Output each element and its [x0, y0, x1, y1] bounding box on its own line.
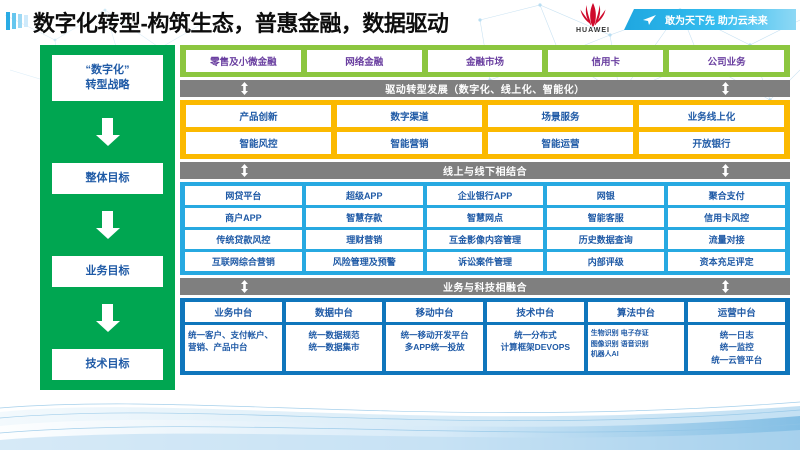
double-arrow-icon — [241, 280, 248, 293]
channel-row-0: 网贷平台 超级APP 企业银行APP 网银 聚合支付 — [185, 186, 785, 205]
transformation-item-1-2[interactable]: 智能运营 — [488, 132, 633, 154]
transformation-band: 产品创新 数字渠道 场景服务 业务线上化 智能风控 智能营销 智能运营 开放银行 — [180, 100, 790, 159]
platform-column-4: 算法中台 生物识别 电子存证图像识别 语音识别机器人AI — [587, 302, 685, 371]
page-title: 数字化转型-构筑生态，普惠金融，数据驱动 — [33, 11, 449, 36]
platform-column-1: 数据中台 统一数据规范统一数据集市 — [285, 302, 383, 371]
channel-item-1-3[interactable]: 智能客服 — [547, 208, 665, 227]
channel-item-1-4[interactable]: 信用卡风控 — [668, 208, 785, 227]
channel-band: 网贷平台 超级APP 企业银行APP 网银 聚合支付 商户APP 智慧存款 智慧… — [180, 182, 790, 275]
channel-item-3-0[interactable]: 互联网综合营销 — [185, 252, 302, 271]
platform-column-3: 技术中台 统一分布式计算框架DEVOPS — [487, 302, 584, 371]
platform-detail-4: 生物识别 电子存证图像识别 语音识别机器人AI — [587, 325, 685, 371]
arrow-down-icon-1 — [95, 210, 120, 239]
channel-item-2-0[interactable]: 传统贷款风控 — [185, 230, 302, 249]
channel-item-0-1[interactable]: 超级APP — [305, 186, 423, 205]
double-arrow-icon — [241, 82, 248, 95]
connector-bar-3: 业务与科技相融合 — [180, 278, 790, 295]
channel-row-1: 商户APP 智慧存款 智慧网点 智能客服 信用卡风控 — [185, 208, 785, 227]
transformation-item-1-3[interactable]: 开放银行 — [639, 132, 784, 154]
channel-item-1-2[interactable]: 智慧网点 — [426, 208, 544, 227]
paper-plane-icon — [643, 14, 656, 25]
strategy-item-1[interactable]: 整体目标 — [52, 162, 163, 194]
platform-column-0: 业务中台 统一客户、支付帐户、营销、产品中台 — [185, 302, 282, 371]
platform-detail-0: 统一客户、支付帐户、营销、产品中台 — [185, 325, 282, 371]
platform-head-2[interactable]: 移动中台 — [386, 302, 484, 322]
channel-row-2: 传统贷款风控 理财营销 互金影像内容管理 历史数据查询 流量对接 — [185, 230, 785, 249]
huawei-logo: HUAWEI — [565, 2, 621, 38]
footer-wave-decoration — [0, 401, 800, 450]
slide-body: “数字化”转型战略 整体目标 业务目标 技术目标 零售及小微金融 网络金融 金融… — [0, 40, 800, 400]
channel-item-2-4[interactable]: 流量对接 — [668, 230, 785, 249]
double-arrow-icon — [241, 164, 248, 177]
strategy-item-2[interactable]: 业务目标 — [52, 256, 163, 287]
platform-detail-3: 统一分布式计算框架DEVOPS — [487, 325, 584, 371]
huawei-flower-icon — [580, 3, 606, 27]
channel-item-3-2[interactable]: 诉讼案件管理 — [426, 252, 544, 271]
title-accent-bars — [6, 12, 28, 30]
transformation-item-0-0[interactable]: 产品创新 — [186, 105, 331, 127]
channel-item-0-2[interactable]: 企业银行APP — [426, 186, 544, 205]
platform-detail-1: 统一数据规范统一数据集市 — [285, 325, 383, 371]
strategy-column: “数字化”转型战略 整体目标 业务目标 技术目标 — [40, 45, 175, 390]
business-band: 零售及小微金融 网络金融 金融市场 信用卡 公司业务 — [180, 45, 790, 77]
arrow-down-icon-2 — [95, 304, 120, 332]
platform-head-4[interactable]: 算法中台 — [587, 302, 685, 322]
platform-head-1[interactable]: 数据中台 — [285, 302, 383, 322]
channel-item-2-3[interactable]: 历史数据查询 — [547, 230, 665, 249]
transformation-row-0: 产品创新 数字渠道 场景服务 业务线上化 — [186, 105, 784, 127]
business-item-4[interactable]: 公司业务 — [669, 50, 784, 72]
header-slogan-banner: 敢为天下先 助力云未来 — [624, 9, 796, 30]
slide-footer: DTEC Advanced Digital Technology 敢为天下先 助… — [0, 400, 800, 450]
connector-bar-1: 驱动转型发展（数字化、线上化、智能化） — [180, 80, 790, 97]
platform-column-5: 运营中台 统一日志统一监控统一云管平台 — [688, 302, 786, 371]
channel-item-1-1[interactable]: 智慧存款 — [305, 208, 423, 227]
platform-band: 业务中台 统一客户、支付帐户、营销、产品中台 数据中台 统一数据规范统一数据集市… — [180, 298, 790, 375]
business-item-0[interactable]: 零售及小微金融 — [186, 50, 301, 72]
transformation-item-1-1[interactable]: 智能营销 — [337, 132, 482, 154]
channel-item-1-0[interactable]: 商户APP — [185, 208, 302, 227]
platform-column-2: 移动中台 统一移动开发平台多APP统一投放 — [386, 302, 484, 371]
double-arrow-icon — [722, 82, 729, 95]
transformation-item-0-1[interactable]: 数字渠道 — [337, 105, 482, 127]
channel-item-0-3[interactable]: 网银 — [547, 186, 665, 205]
business-item-2[interactable]: 金融市场 — [427, 50, 543, 72]
arrow-down-icon-0 — [95, 117, 120, 146]
platform-head-5[interactable]: 运营中台 — [688, 302, 786, 322]
transformation-row-1: 智能风控 智能营销 智能运营 开放银行 — [186, 132, 784, 154]
business-item-1[interactable]: 网络金融 — [306, 50, 422, 72]
double-arrow-icon — [722, 164, 729, 177]
channel-item-0-0[interactable]: 网贷平台 — [185, 186, 302, 205]
strategy-item-3[interactable]: 技术目标 — [52, 349, 163, 380]
strategy-item-0[interactable]: “数字化”转型战略 — [52, 55, 163, 101]
channel-item-0-4[interactable]: 聚合支付 — [668, 186, 785, 205]
double-arrow-icon — [722, 280, 729, 293]
platform-head-3[interactable]: 技术中台 — [487, 302, 584, 322]
channel-item-3-1[interactable]: 风险管理及预警 — [305, 252, 423, 271]
transformation-item-0-3[interactable]: 业务线上化 — [639, 105, 784, 127]
channel-item-3-3[interactable]: 内部评级 — [547, 252, 665, 271]
channel-item-2-1[interactable]: 理财营销 — [305, 230, 423, 249]
huawei-wordmark: HUAWEI — [576, 27, 610, 34]
platform-detail-2: 统一移动开发平台多APP统一投放 — [386, 325, 484, 371]
content-column: 零售及小微金融 网络金融 金融市场 信用卡 公司业务 驱动转型发展（数字化、线上… — [180, 45, 790, 375]
header-slogan-text: 敢为天下先 助力云未来 — [665, 16, 768, 27]
platform-detail-5: 统一日志统一监控统一云管平台 — [688, 325, 786, 371]
connector-bar-1-label: 驱动转型发展（数字化、线上化、智能化） — [385, 85, 585, 96]
connector-bar-2-label: 线上与线下相结合 — [443, 167, 527, 178]
transformation-item-0-2[interactable]: 场景服务 — [488, 105, 633, 127]
channel-item-2-2[interactable]: 互金影像内容管理 — [426, 230, 544, 249]
slide-header: 数字化转型-构筑生态，普惠金融，数据驱动 HUAWEI 敢为天下先 助力云未来 — [0, 0, 800, 40]
channel-row-3: 互联网综合营销 风险管理及预警 诉讼案件管理 内部评级 资本充足评定 — [185, 252, 785, 271]
connector-bar-2: 线上与线下相结合 — [180, 162, 790, 179]
business-item-3[interactable]: 信用卡 — [548, 50, 664, 72]
channel-item-3-4[interactable]: 资本充足评定 — [668, 252, 785, 271]
platform-head-0[interactable]: 业务中台 — [185, 302, 282, 322]
connector-bar-3-label: 业务与科技相融合 — [443, 283, 527, 294]
transformation-item-1-0[interactable]: 智能风控 — [186, 132, 331, 154]
